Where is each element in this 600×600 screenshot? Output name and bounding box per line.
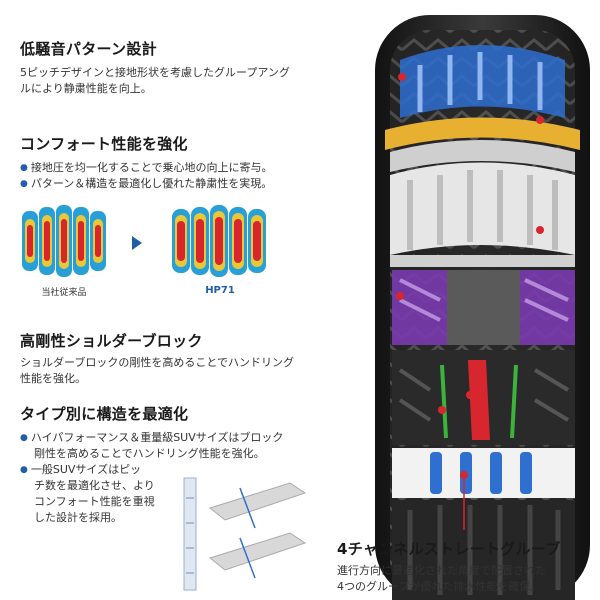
feature-bullet-cont: した設計を採用。 [34,511,122,524]
feature-bullet-cont: チ数を最適化させ、より [34,479,155,492]
feature-title: タイプ別に構造を最適化 [20,405,189,423]
feature-bullet: パターン＆構造を最適化し優れた静粛性を実現。 [20,176,273,192]
contact-pressure-map-after [172,205,266,277]
belt-layer-yellow [385,117,580,150]
rib-green-left [440,364,448,439]
feature-desc-line: 5ピッチデザインと接地形状を考慮したグループアング [20,66,290,79]
feature-title: 4チャンネルストレートグルーブ [337,540,561,558]
feature-desc-line: 4つのグループが優れた排水性能を確保。 [337,580,542,593]
center-rib-red [468,360,490,440]
contact-pressure-map-before [22,205,106,277]
feature-bullet: 一般SUVサイズはピッ [20,462,283,478]
feature-title: 高剛性ショルダーブロック [20,332,203,350]
feature-bullet-cont: 剛性を高めることでハンドリング性能を強化。 [34,447,265,460]
feature-title: コンフォート性能を強化 [20,135,188,153]
feature-desc-line: 進行方向に最適化された角度で配置された [337,564,546,577]
comparison-label-before: 当社従来品 [41,288,87,298]
feature-straight-groove: 4チャンネルストレートグルーブ 進行方向に最適化された角度で配置された 4つのグ… [337,538,561,595]
structure-cross-section-sketch [183,477,307,591]
feature-comfort: コンフォート性能を強化 接地圧を均一化することで乗心地の向上に寄与。 パターン＆… [20,133,273,192]
feature-desc-line: ショルダーブロックの剛性を高めることでハンドリング [20,356,295,369]
feature-title: 低騒音パターン設計 [20,40,157,58]
feature-structure: タイプ別に構造を最適化 ハイパフォーマンス＆重量級SUVサイズはブロック 剛性を… [20,403,283,526]
belt-layer-gray [390,140,575,172]
feature-shoulder: 高剛性ショルダーブロック ショルダーブロックの剛性を高めることでハンドリング 性… [20,330,294,387]
feature-low-noise: 低騒音パターン設計 5ピッチデザインと接地形状を考慮したグループアング ルにより… [20,38,290,97]
comparison-arrow-icon [132,236,142,250]
comparison-label-after: HP71 [205,285,235,296]
feature-bullet: 接地圧を均一化することで乗心地の向上に寄与。 [20,160,273,176]
groove-section [392,448,575,498]
feature-desc-line: 性能を強化。 [20,372,86,385]
tire-cutaway-illustration [375,15,590,600]
feature-bullet: ハイパフォーマンス＆重量級SUVサイズはブロック [20,430,284,446]
feature-bullet-cont: コンフォート性能を重視 [34,495,155,508]
rib-green-right [510,364,518,439]
carcass-cutaway [390,162,575,255]
feature-desc-line: ルにより静粛性能を向上。 [20,82,152,95]
